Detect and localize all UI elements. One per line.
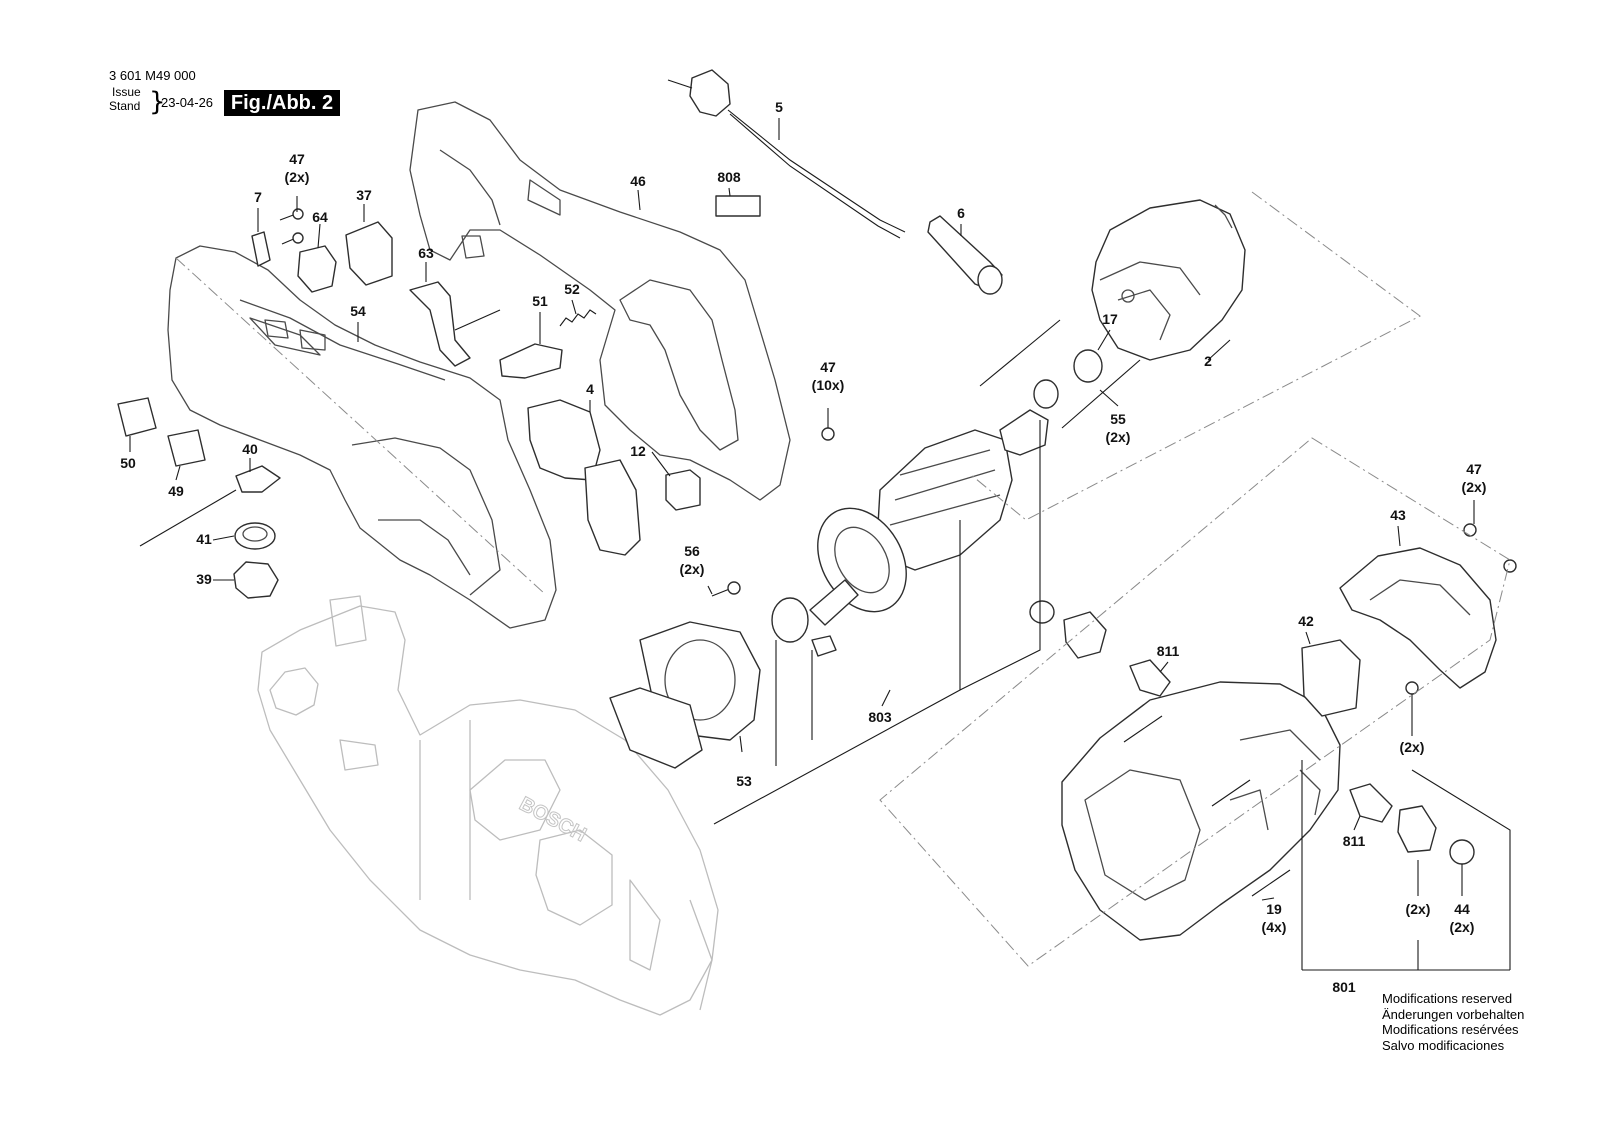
callout-5: 5 bbox=[775, 99, 783, 115]
cable-sleeve-part-6 bbox=[927, 215, 1003, 295]
callout-54: 54 bbox=[350, 303, 366, 319]
switch-part-4 bbox=[527, 399, 641, 556]
part-17 bbox=[1033, 349, 1103, 409]
callout-42: 42 bbox=[1298, 613, 1314, 629]
figure-badge: Fig./Abb. 2 bbox=[224, 90, 340, 116]
callout-47b-qty: (10x) bbox=[812, 377, 845, 393]
group-outlines bbox=[175, 191, 1511, 967]
callout-803: 803 bbox=[868, 709, 892, 725]
part-37 bbox=[345, 221, 393, 286]
callout-39: 39 bbox=[196, 571, 212, 587]
screw-47a bbox=[279, 208, 304, 245]
callout-44-qty: (2x) bbox=[1450, 919, 1475, 935]
callout-808: 808 bbox=[717, 169, 741, 185]
callout-47a: 47 bbox=[289, 151, 305, 167]
housing-half-left bbox=[167, 245, 557, 629]
callout-19: 19 bbox=[1266, 901, 1282, 917]
part-41 bbox=[234, 522, 276, 550]
callout-40: 40 bbox=[242, 441, 258, 457]
brush-holder-811b bbox=[1349, 681, 1475, 865]
callout-51: 51 bbox=[532, 293, 548, 309]
callout-41: 41 bbox=[196, 531, 212, 547]
spring-part-52 bbox=[559, 309, 597, 327]
notice-line-en: Modifications reserved bbox=[1382, 991, 1513, 1006]
callout-53: 53 bbox=[736, 773, 752, 789]
callout-47b: 47 bbox=[820, 359, 836, 375]
callout-7: 7 bbox=[254, 189, 262, 205]
part-51 bbox=[499, 343, 563, 379]
notice-line-es: Salvo modificaciones bbox=[1382, 1037, 1505, 1053]
part-42 bbox=[1301, 639, 1361, 717]
screw-47b bbox=[821, 427, 835, 441]
callout-2x-b: (2x) bbox=[1406, 901, 1431, 917]
notice-line-de: Änderungen vorbehalten bbox=[1382, 1006, 1525, 1022]
callout-811b: 811 bbox=[1343, 833, 1366, 849]
callout-2: 2 bbox=[1204, 353, 1212, 369]
callout-labels: 47 (2x) 7 64 37 63 46 808 5 6 2 17 55 (2… bbox=[120, 99, 1486, 995]
part-number: 3 601 M49 000 bbox=[109, 68, 196, 83]
callout-47c-qty: (2x) bbox=[1462, 479, 1487, 495]
stand-label: Stand bbox=[109, 99, 141, 113]
cover-part-43 bbox=[1339, 547, 1497, 689]
callout-19-qty: (4x) bbox=[1262, 919, 1287, 935]
callout-44: 44 bbox=[1454, 901, 1470, 917]
part-39 bbox=[233, 561, 279, 599]
issue-date: 23-04-26 bbox=[161, 95, 214, 110]
issue-label: Issue bbox=[112, 85, 141, 99]
callout-56: 56 bbox=[684, 543, 700, 559]
callout-52: 52 bbox=[564, 281, 580, 297]
bolt-19 bbox=[1123, 715, 1291, 897]
callout-55: 55 bbox=[1110, 411, 1126, 427]
callout-56-qty: (2x) bbox=[680, 561, 705, 577]
brush-holder-811a bbox=[1029, 600, 1171, 697]
modifications-notice: Modifications reserved Änderungen vorbeh… bbox=[1382, 991, 1524, 1053]
armature-part bbox=[809, 409, 1049, 626]
callout-47a-qty: (2x) bbox=[285, 169, 310, 185]
leader-lines bbox=[129, 118, 1511, 971]
callout-811a: 811 bbox=[1157, 643, 1180, 659]
callout-49: 49 bbox=[168, 483, 184, 499]
callout-50: 50 bbox=[120, 455, 136, 471]
callout-12: 12 bbox=[630, 443, 646, 459]
callout-37: 37 bbox=[356, 187, 372, 203]
housing-half-right bbox=[409, 101, 791, 501]
callout-63: 63 bbox=[418, 245, 434, 261]
part-50 bbox=[117, 397, 157, 437]
brace-symbol: } bbox=[149, 87, 166, 117]
power-cable-part-5 bbox=[667, 69, 906, 239]
part-12 bbox=[665, 469, 701, 511]
callout-43: 43 bbox=[1390, 507, 1406, 523]
callout-55-qty: (2x) bbox=[1106, 429, 1131, 445]
part-7 bbox=[251, 231, 271, 267]
motor-housing-part-2 bbox=[1091, 199, 1246, 361]
bearing-plate-53 bbox=[609, 597, 837, 769]
callout-46: 46 bbox=[630, 173, 646, 189]
part-64 bbox=[297, 245, 337, 293]
callout-64: 64 bbox=[312, 209, 328, 225]
callout-4: 4 bbox=[586, 381, 594, 397]
callout-6: 6 bbox=[957, 205, 965, 221]
part-40 bbox=[139, 465, 281, 547]
bolt-55 bbox=[979, 319, 1141, 429]
label-part-808 bbox=[715, 195, 761, 217]
part-63 bbox=[409, 281, 501, 367]
notice-line-fr: Modifications resérvées bbox=[1382, 1022, 1519, 1037]
callout-801: 801 bbox=[1332, 979, 1356, 995]
motor-housing-part-801 bbox=[1061, 681, 1341, 941]
part-49 bbox=[167, 429, 206, 467]
screw-56 bbox=[711, 581, 741, 597]
callout-47c: 47 bbox=[1466, 461, 1482, 477]
callout-17: 17 bbox=[1102, 311, 1118, 327]
callout-2x: (2x) bbox=[1400, 739, 1425, 755]
svg-text:BOSCH: BOSCH bbox=[516, 793, 590, 846]
